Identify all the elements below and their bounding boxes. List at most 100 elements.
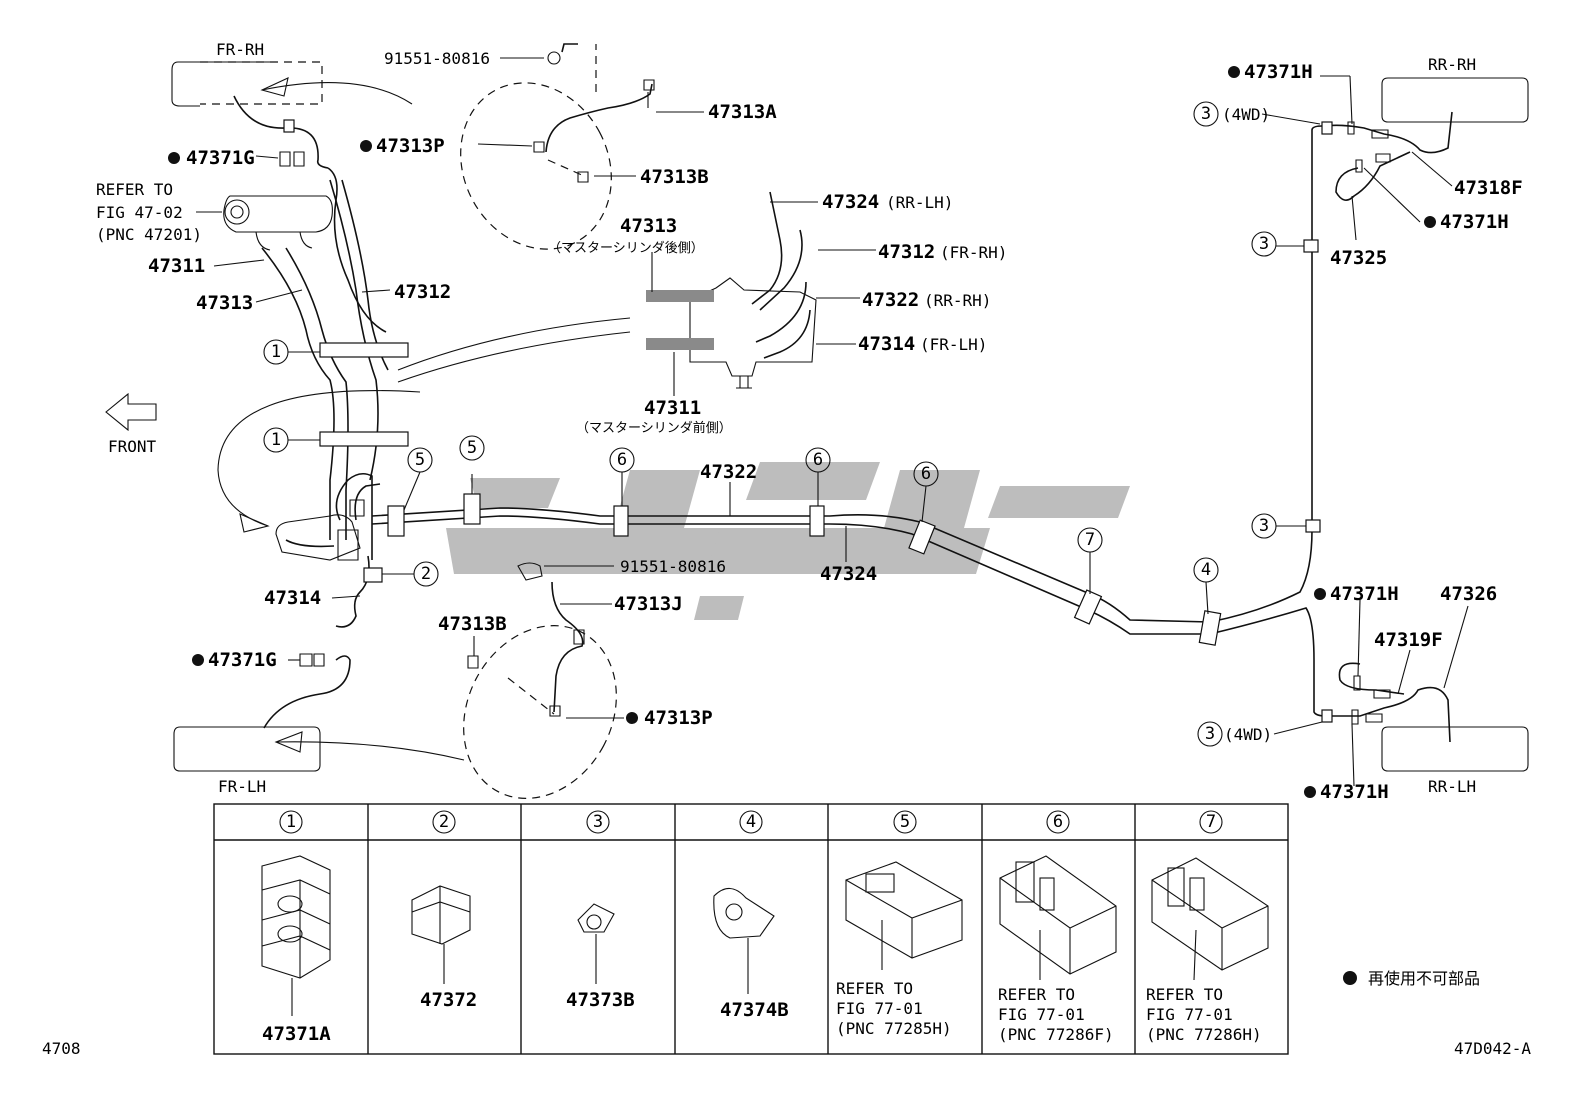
callout-6b: 6 bbox=[805, 447, 831, 473]
clamp-table: 1 2 3 4 5 6 7 bbox=[213, 803, 1289, 1055]
svg-text:3: 3 bbox=[1201, 104, 1211, 124]
non-reusable-marker-icon bbox=[192, 654, 204, 666]
label-detail-47314: 47314 bbox=[858, 333, 915, 355]
callout-4: 4 bbox=[1193, 557, 1219, 583]
label-47313P-top: 47313P bbox=[376, 135, 445, 157]
clamp-icon-77286H bbox=[1151, 857, 1269, 981]
callout-2: 2 bbox=[413, 561, 439, 587]
page-number: 4708 bbox=[42, 1039, 81, 1058]
label-detail-47324: 47324 bbox=[822, 191, 879, 213]
svg-text:3: 3 bbox=[1259, 516, 1269, 536]
clamp-icon-77286F bbox=[999, 855, 1117, 980]
callout-3a: 3 bbox=[1193, 101, 1219, 127]
clamp-icon-47373B bbox=[577, 903, 615, 984]
svg-text:2: 2 bbox=[439, 812, 449, 832]
label-47322: 47322 bbox=[700, 461, 757, 483]
master-cylinder bbox=[223, 195, 333, 251]
label-47324: 47324 bbox=[820, 563, 877, 585]
label-detail-47324-sub: (RR-LH) bbox=[886, 193, 953, 212]
svg-text:5: 5 bbox=[900, 812, 910, 832]
non-reusable-marker-icon bbox=[1228, 66, 1240, 78]
label-47371H-2: 47371H bbox=[1440, 211, 1509, 233]
front-label: FRONT bbox=[108, 437, 157, 456]
label-47318F: 47318F bbox=[1454, 177, 1523, 199]
label-47371H-4: 47371H bbox=[1320, 781, 1389, 803]
wheel-label-fr-lh: FR-LH bbox=[218, 777, 266, 796]
table-cell-6-line1: REFER TO bbox=[998, 985, 1075, 1004]
non-reusable-marker-icon bbox=[1304, 786, 1316, 798]
non-reusable-marker-icon bbox=[360, 140, 372, 152]
wheel-box-rr-rh: RR-RH bbox=[1381, 55, 1529, 123]
callout-5b: 5 bbox=[459, 435, 485, 461]
clamp-icon-47371A bbox=[261, 855, 331, 1016]
table-cell-47373B: 47373B bbox=[566, 989, 635, 1011]
svg-text:3: 3 bbox=[1259, 234, 1269, 254]
arrow-to-fr-lh bbox=[275, 741, 465, 761]
table-cell-7-line2: FIG 77-01 bbox=[1146, 1005, 1233, 1024]
non-reusable-marker-icon bbox=[1314, 588, 1326, 600]
table-cell-47371A: 47371A bbox=[262, 1023, 331, 1045]
wheel-label-fr-rh: FR-RH bbox=[216, 40, 264, 59]
svg-text:3: 3 bbox=[593, 812, 603, 832]
label-4wd-2: (4WD) bbox=[1224, 725, 1272, 744]
label-47313A: 47313A bbox=[708, 101, 777, 123]
label-47319F: 47319F bbox=[1374, 629, 1443, 651]
table-header-2: 2 bbox=[432, 810, 456, 834]
svg-text:4: 4 bbox=[746, 812, 756, 832]
non-reusable-marker-icon bbox=[626, 712, 638, 724]
label-detail-47312-sub: (FR-RH) bbox=[940, 243, 1007, 262]
table-cell-5-line2: FIG 77-01 bbox=[836, 999, 923, 1018]
table-cell-5-line1: REFER TO bbox=[836, 979, 913, 998]
legend-dot-icon bbox=[1343, 971, 1357, 985]
callout-1b: 1 bbox=[263, 427, 289, 453]
svg-text:1: 1 bbox=[286, 812, 296, 832]
svg-text:1: 1 bbox=[271, 342, 281, 362]
label-47313P-low: 47313P bbox=[644, 707, 713, 729]
label-47313B-low: 47313B bbox=[438, 613, 507, 635]
label-detail-47322: 47322 bbox=[862, 289, 919, 311]
table-cell-7-line3: (PNC 77286H) bbox=[1146, 1025, 1262, 1044]
label-91551-top: 91551-80816 bbox=[384, 49, 490, 68]
callout-1a: 1 bbox=[263, 339, 289, 365]
callout-7: 7 bbox=[1077, 527, 1103, 553]
label-47371H-1: 47371H bbox=[1244, 61, 1313, 83]
table-cell-47372: 47372 bbox=[420, 989, 477, 1011]
wheel-label-rr-lh: RR-LH bbox=[1428, 777, 1476, 796]
svg-text:5: 5 bbox=[415, 450, 425, 470]
wheel-box-fr-lh: FR-LH bbox=[173, 726, 321, 796]
wheel-box-rr-lh: RR-LH bbox=[1381, 726, 1529, 796]
table-cell-6-line2: FIG 77-01 bbox=[998, 1005, 1085, 1024]
table-header-1: 1 bbox=[279, 810, 303, 834]
label-47313B-top: 47313B bbox=[640, 166, 709, 188]
svg-text:7: 7 bbox=[1206, 812, 1216, 832]
callout-5a: 5 bbox=[407, 447, 433, 473]
refer-master-line3: (PNC 47201) bbox=[96, 225, 202, 244]
refer-master-line2: FIG 47-02 bbox=[96, 203, 183, 222]
callout-3d: 3 bbox=[1197, 721, 1223, 747]
diagram-id: 47D042-A bbox=[1454, 1039, 1531, 1058]
table-header-3: 3 bbox=[586, 810, 610, 834]
label-detail-47314-sub: (FR-LH) bbox=[920, 335, 987, 354]
svg-text:6: 6 bbox=[1053, 812, 1063, 832]
non-reusable-marker-icon bbox=[1424, 216, 1436, 228]
label-47371G-low: 47371G bbox=[208, 649, 277, 671]
table-cell-6-line3: (PNC 77286F) bbox=[998, 1025, 1114, 1044]
arrow-to-junction bbox=[217, 390, 421, 527]
label-47371G-top: 47371G bbox=[186, 147, 255, 169]
svg-text:4: 4 bbox=[1201, 560, 1211, 580]
non-reusable-marker-icon bbox=[168, 152, 180, 164]
svg-text:1: 1 bbox=[271, 430, 281, 450]
clamp-icon-47372 bbox=[411, 885, 471, 984]
svg-text:3: 3 bbox=[1205, 724, 1215, 744]
part-labels: 91551-80816 47313A 47313P 47313B 47371G … bbox=[96, 49, 1523, 803]
table-header-6: 6 bbox=[1046, 810, 1070, 834]
arrow-to-fr-rh bbox=[261, 82, 413, 105]
table-cell-7-line1: REFER TO bbox=[1146, 985, 1223, 1004]
clamp-icon-77285H bbox=[845, 861, 963, 970]
label-47313J: 47313J bbox=[614, 593, 683, 615]
label-detail-47311: 47311 bbox=[644, 397, 701, 419]
svg-text:7: 7 bbox=[1085, 530, 1095, 550]
master-cylinder-detail bbox=[646, 191, 817, 389]
